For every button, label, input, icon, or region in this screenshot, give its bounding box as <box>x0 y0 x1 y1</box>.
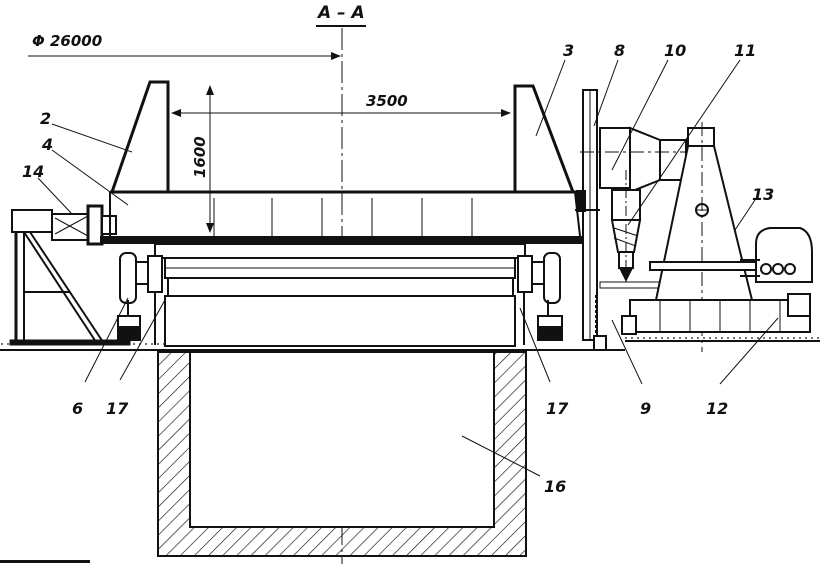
callout-10: 10 <box>664 41 686 60</box>
right-stand <box>649 122 761 352</box>
callout-17-left: 17 <box>106 399 129 418</box>
callout-8: 8 <box>614 41 625 60</box>
right-motor <box>740 227 813 283</box>
callout-4: 4 <box>41 135 53 154</box>
callout-12: 12 <box>706 399 728 418</box>
ground-left <box>0 343 165 349</box>
right-upright <box>513 84 576 194</box>
callout-13: 13 <box>752 185 774 204</box>
leader-lines <box>37 59 779 477</box>
callout-16: 16 <box>544 477 566 496</box>
callout-3: 3 <box>563 41 574 60</box>
main-beam <box>100 190 585 244</box>
section-label: A – A <box>316 3 365 23</box>
right-roller-assembly <box>517 252 563 345</box>
ground-right <box>625 333 820 340</box>
diameter-label: Φ 26000 <box>32 32 102 50</box>
callout-17-right: 17 <box>546 399 569 418</box>
callout-11: 11 <box>734 41 756 60</box>
left-upright <box>109 80 170 194</box>
left-roller-assembly <box>117 252 163 345</box>
callout-14: 14 <box>22 162 44 181</box>
callout-2: 2 <box>40 109 51 128</box>
turntable-ring <box>154 243 526 347</box>
callout-6: 6 <box>72 399 83 418</box>
height-dimension-label: 1600 <box>191 136 209 178</box>
callout-9: 9 <box>640 399 651 418</box>
machine-base <box>621 293 811 335</box>
bottom-edge-mark <box>0 560 90 563</box>
foundation-pit <box>157 351 527 557</box>
width-dimension-label: 3500 <box>366 92 408 110</box>
